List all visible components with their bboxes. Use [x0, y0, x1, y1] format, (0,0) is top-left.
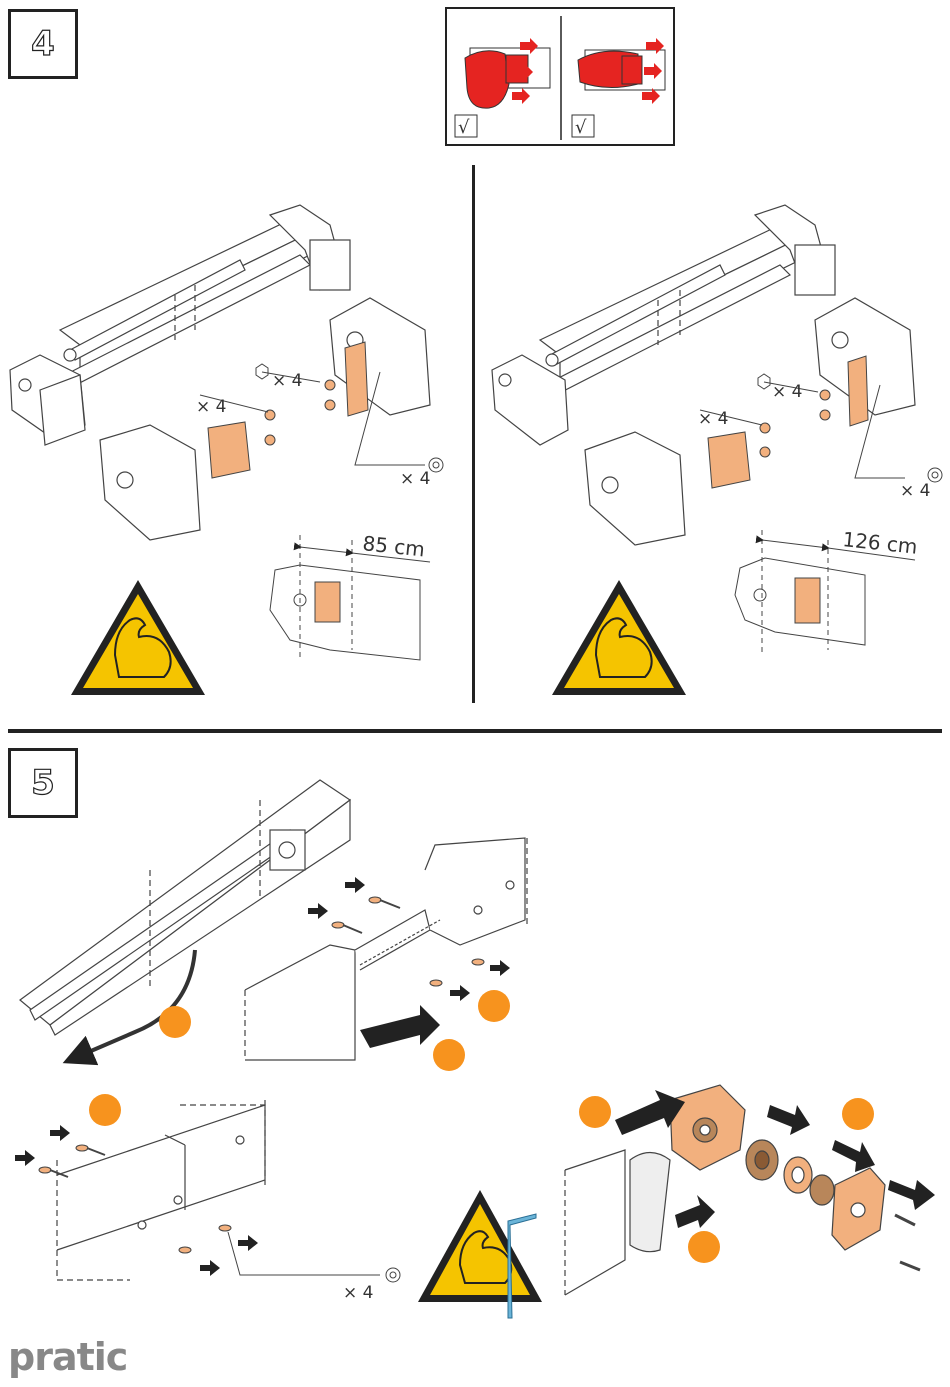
- marker-dot: [159, 1006, 191, 1038]
- check-mark-right: √: [575, 117, 587, 138]
- warning-strength-icon: [552, 580, 686, 695]
- hex-count-label: × 4: [272, 371, 302, 391]
- marker-dot: [89, 1094, 121, 1126]
- marker-dot: [842, 1098, 874, 1130]
- hex-nut-icon: [758, 374, 770, 389]
- check-icon: √: [455, 115, 477, 138]
- check-mark-left: √: [458, 117, 470, 138]
- brand-logo: pratic: [8, 1335, 127, 1379]
- screw-count-label: × 4: [343, 1283, 373, 1303]
- marker-dot: [433, 1039, 465, 1071]
- marker-dot: [688, 1231, 720, 1263]
- hex-nut-icon: [256, 364, 268, 379]
- washer-count-label: × 4: [400, 469, 430, 489]
- nut-count-label-right: × 4: [698, 409, 728, 429]
- motor-orientation-panel: √ √: [446, 8, 674, 145]
- dimension-126-label: 126 cm: [841, 527, 918, 559]
- frame-assembly-left: [10, 205, 430, 540]
- check-icon: √: [572, 115, 594, 138]
- hex-count-label-right: × 4: [772, 382, 802, 402]
- marker-dot: [478, 990, 510, 1022]
- marker-dot: [579, 1096, 611, 1128]
- warning-allen-key-icon: [418, 1190, 542, 1318]
- washer-count-label-right: × 4: [900, 481, 930, 501]
- warning-strength-icon: [71, 580, 205, 695]
- nut-count-label: × 4: [196, 397, 226, 417]
- dimension-85-label: 85 cm: [361, 531, 425, 561]
